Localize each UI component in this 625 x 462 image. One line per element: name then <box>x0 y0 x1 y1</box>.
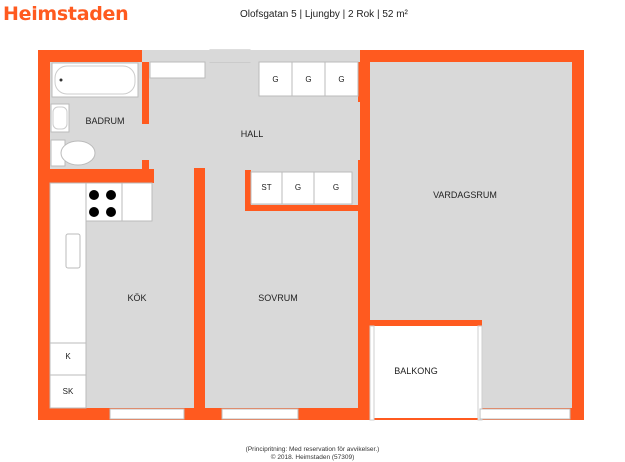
floor-areas <box>50 50 572 408</box>
address-header: Olofsgatan 5 | Ljungby | 2 Rok | 52 m² <box>240 9 408 20</box>
room-label-vardagsrum: VARDAGSRUM <box>433 190 497 200</box>
wardrobe-label-1: G <box>272 75 278 84</box>
stove <box>89 190 116 217</box>
room-label-badrum: BADRUM <box>85 116 124 126</box>
wardrobe-row-top <box>258 61 359 97</box>
wardrobe-label-3: G <box>338 75 344 84</box>
wardrobe-label-4: G <box>295 183 301 192</box>
wardrobe-label-2: G <box>305 75 311 84</box>
hall-shelf <box>149 61 206 79</box>
toilet <box>50 139 96 167</box>
sink <box>50 103 70 133</box>
room-label-sovrum: SOVRUM <box>258 293 298 303</box>
kitchen-sink <box>65 233 81 269</box>
fridge-label-k: K <box>65 352 71 361</box>
room-label-hall: HALL <box>241 129 264 139</box>
wardrobe-row-bottom <box>250 171 353 205</box>
bathtub <box>51 62 139 98</box>
balcony-floor <box>372 326 480 418</box>
room-label-balkong: BALKONG <box>394 366 438 376</box>
wardrobe-label-5: G <box>333 183 339 192</box>
storage-label-st: ST <box>261 183 271 192</box>
footer-copyright: © 2018. Heimstaden (57309) <box>270 454 355 461</box>
freezer-label-sk: SK <box>63 387 74 396</box>
footer-disclaimer: (Principritning: Med reservation för avv… <box>245 446 380 453</box>
room-label-kok: KÖK <box>127 293 146 303</box>
brand-logo: Heimstaden <box>3 3 129 25</box>
interior-walls <box>50 62 482 410</box>
